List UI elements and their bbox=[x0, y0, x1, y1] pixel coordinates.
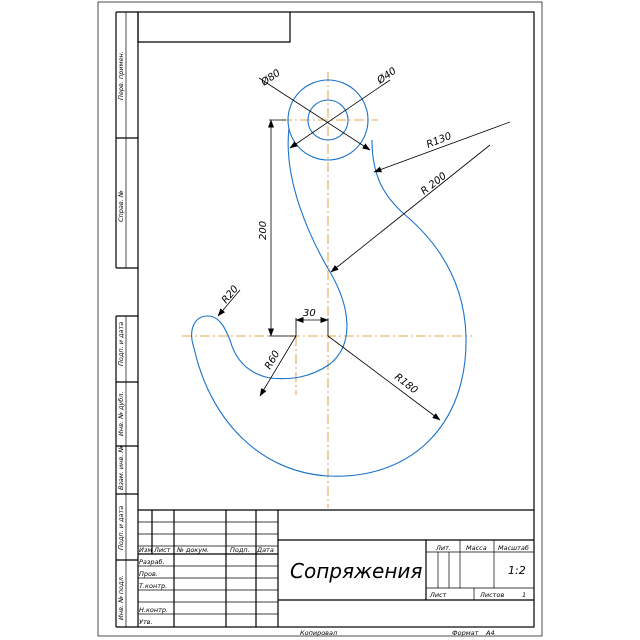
hook-outer-arc-r180 bbox=[193, 335, 467, 477]
footer-format-value: А4 bbox=[485, 629, 495, 637]
dim-line-r130 bbox=[373, 121, 511, 173]
inner-circle-d40 bbox=[307, 99, 349, 141]
label-perv-primen: Перв. примен. bbox=[117, 51, 125, 100]
drawing-frame bbox=[137, 11, 535, 628]
dim-text-30: 30 bbox=[303, 308, 316, 319]
row-t-kontr: Т.контр. bbox=[139, 582, 167, 590]
label-vzam-inv: Взам. инв. № bbox=[117, 446, 125, 490]
dim-text-r20: R20 bbox=[220, 284, 241, 306]
title-block: Изм Лист № докум. Подп. Дата Разраб. Про… bbox=[138, 509, 534, 627]
footer-format: Формат bbox=[452, 629, 479, 637]
row-utv: Утв. bbox=[139, 618, 153, 626]
hook-small-tip-r20 bbox=[191, 315, 231, 349]
dim-line-r20 bbox=[217, 289, 241, 317]
row-razrab: Разраб. bbox=[139, 558, 165, 566]
row-n-kontr: Н.контр. bbox=[139, 606, 168, 614]
footer: Копировал Формат А4 bbox=[300, 629, 495, 637]
label-podp-data-2: Подп. и дата bbox=[117, 506, 125, 550]
listov-value: 1 bbox=[522, 591, 526, 599]
scale-value: 1:2 bbox=[508, 564, 526, 577]
dimensions: Ø80 Ø40 R130 R 200 200 30 R20 R60 R180 bbox=[217, 65, 511, 421]
col-podp: Подп. bbox=[230, 546, 250, 554]
label-inv-dubl: Инв. № дубл. bbox=[117, 392, 125, 436]
hook-right-edge-r200 bbox=[371, 139, 467, 337]
col-list: Лист bbox=[153, 546, 171, 554]
dim-line-r180 bbox=[327, 335, 441, 421]
label-podp-data-1: Подп. и дата bbox=[117, 322, 125, 366]
footer-kopiroval: Копировал bbox=[300, 629, 337, 637]
dim-text-r200: R 200 bbox=[419, 171, 449, 198]
col-data: Дата bbox=[256, 546, 274, 554]
label-inv-podl: Инв. № подл. bbox=[117, 575, 125, 620]
dim-text-d40: Ø40 bbox=[374, 65, 399, 87]
col-doc: № докум. bbox=[176, 546, 209, 554]
top-designation-box bbox=[137, 12, 291, 43]
dim-text-200: 200 bbox=[258, 221, 269, 240]
hook-left-edge bbox=[229, 127, 348, 380]
dim-line-r60 bbox=[259, 335, 297, 397]
hook-contour bbox=[191, 79, 467, 477]
dim-text-r60: R60 bbox=[263, 349, 282, 372]
label-listov: Листов bbox=[479, 591, 504, 599]
left-side-column: Перв. примен. Справ. № Подп. и дата Инв.… bbox=[115, 11, 138, 628]
drawing-title: Сопряжения bbox=[290, 559, 422, 583]
label-sprav-no: Справ. № bbox=[117, 190, 125, 222]
sheet-trim-border bbox=[97, 1, 543, 637]
dim-line-d80 bbox=[258, 77, 371, 151]
label-massa: Масса bbox=[466, 544, 487, 552]
col-izm: Изм bbox=[139, 546, 152, 554]
dim-line-r200 bbox=[330, 144, 491, 273]
dim-text-r180: R180 bbox=[392, 372, 419, 397]
outer-circle-d80 bbox=[287, 79, 369, 161]
dim-line-d40 bbox=[289, 79, 391, 149]
label-list: Лист bbox=[429, 591, 447, 599]
label-masshtab: Масштаб bbox=[498, 544, 529, 552]
center-lines bbox=[182, 72, 472, 508]
row-prov: Пров. bbox=[139, 570, 158, 578]
label-lit: Лит. bbox=[435, 544, 451, 552]
